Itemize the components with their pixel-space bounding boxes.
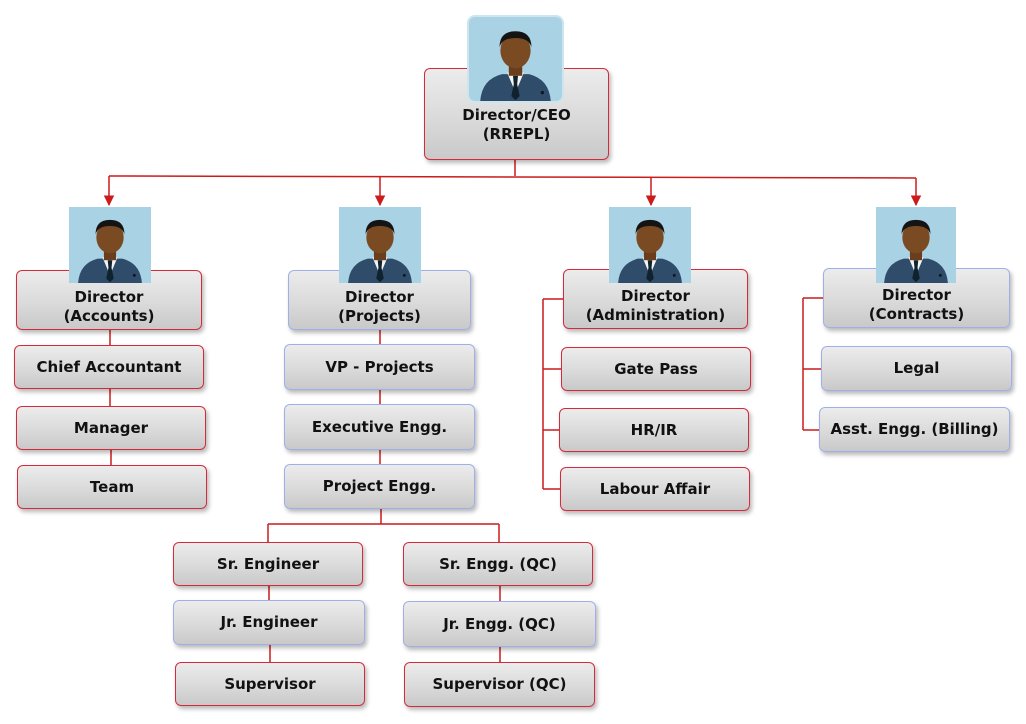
person-in-suit-icon <box>609 207 691 283</box>
legal-box[interactable]: Legal <box>821 346 1012 391</box>
hr-ir-box[interactable]: HR/IR <box>559 408 749 452</box>
director-projects-title: Director <box>345 288 414 306</box>
person-in-suit-icon <box>876 207 956 283</box>
supervisor-qc-box[interactable]: Supervisor (QC) <box>404 662 595 707</box>
chief-accountant-box[interactable]: Chief Accountant <box>14 345 204 389</box>
manager-box[interactable]: Manager <box>16 406 206 450</box>
supervisor-box[interactable]: Supervisor <box>175 662 365 706</box>
asst-engg-billing-box[interactable]: Asst. Engg. (Billing) <box>819 407 1010 452</box>
sr-engg-qc-box[interactable]: Sr. Engg. (QC) <box>403 542 593 586</box>
person-in-suit-icon <box>339 207 421 283</box>
director-contracts-box[interactable]: Director (Contracts) <box>823 268 1010 328</box>
team-box[interactable]: Team <box>17 465 207 509</box>
person-in-suit-icon <box>467 15 564 103</box>
ceo-org: (RREPL) <box>482 125 551 143</box>
director-accounts-title: Director <box>74 288 144 306</box>
jr-engg-qc-box[interactable]: Jr. Engg. (QC) <box>403 601 596 647</box>
director-projects-dept: (Projects) <box>338 307 421 325</box>
executive-engg-box[interactable]: Executive Engg. <box>284 404 475 450</box>
gate-pass-box[interactable]: Gate Pass <box>561 347 751 391</box>
person-in-suit-icon <box>69 207 151 283</box>
ceo-title: Director/CEO <box>462 106 571 124</box>
director-contracts-dept: (Contracts) <box>868 305 965 323</box>
project-engg-box[interactable]: Project Engg. <box>284 464 475 509</box>
sr-engineer-box[interactable]: Sr. Engineer <box>173 542 363 586</box>
director-administration-title: Director <box>621 287 690 305</box>
director-contracts-title: Director <box>882 286 951 304</box>
jr-engineer-box[interactable]: Jr. Engineer <box>173 600 365 645</box>
director-accounts-dept: (Accounts) <box>63 307 155 325</box>
director-administration-dept: (Administration) <box>585 306 726 324</box>
vp-projects-box[interactable]: VP - Projects <box>284 344 475 390</box>
labour-affair-box[interactable]: Labour Affair <box>560 467 750 511</box>
